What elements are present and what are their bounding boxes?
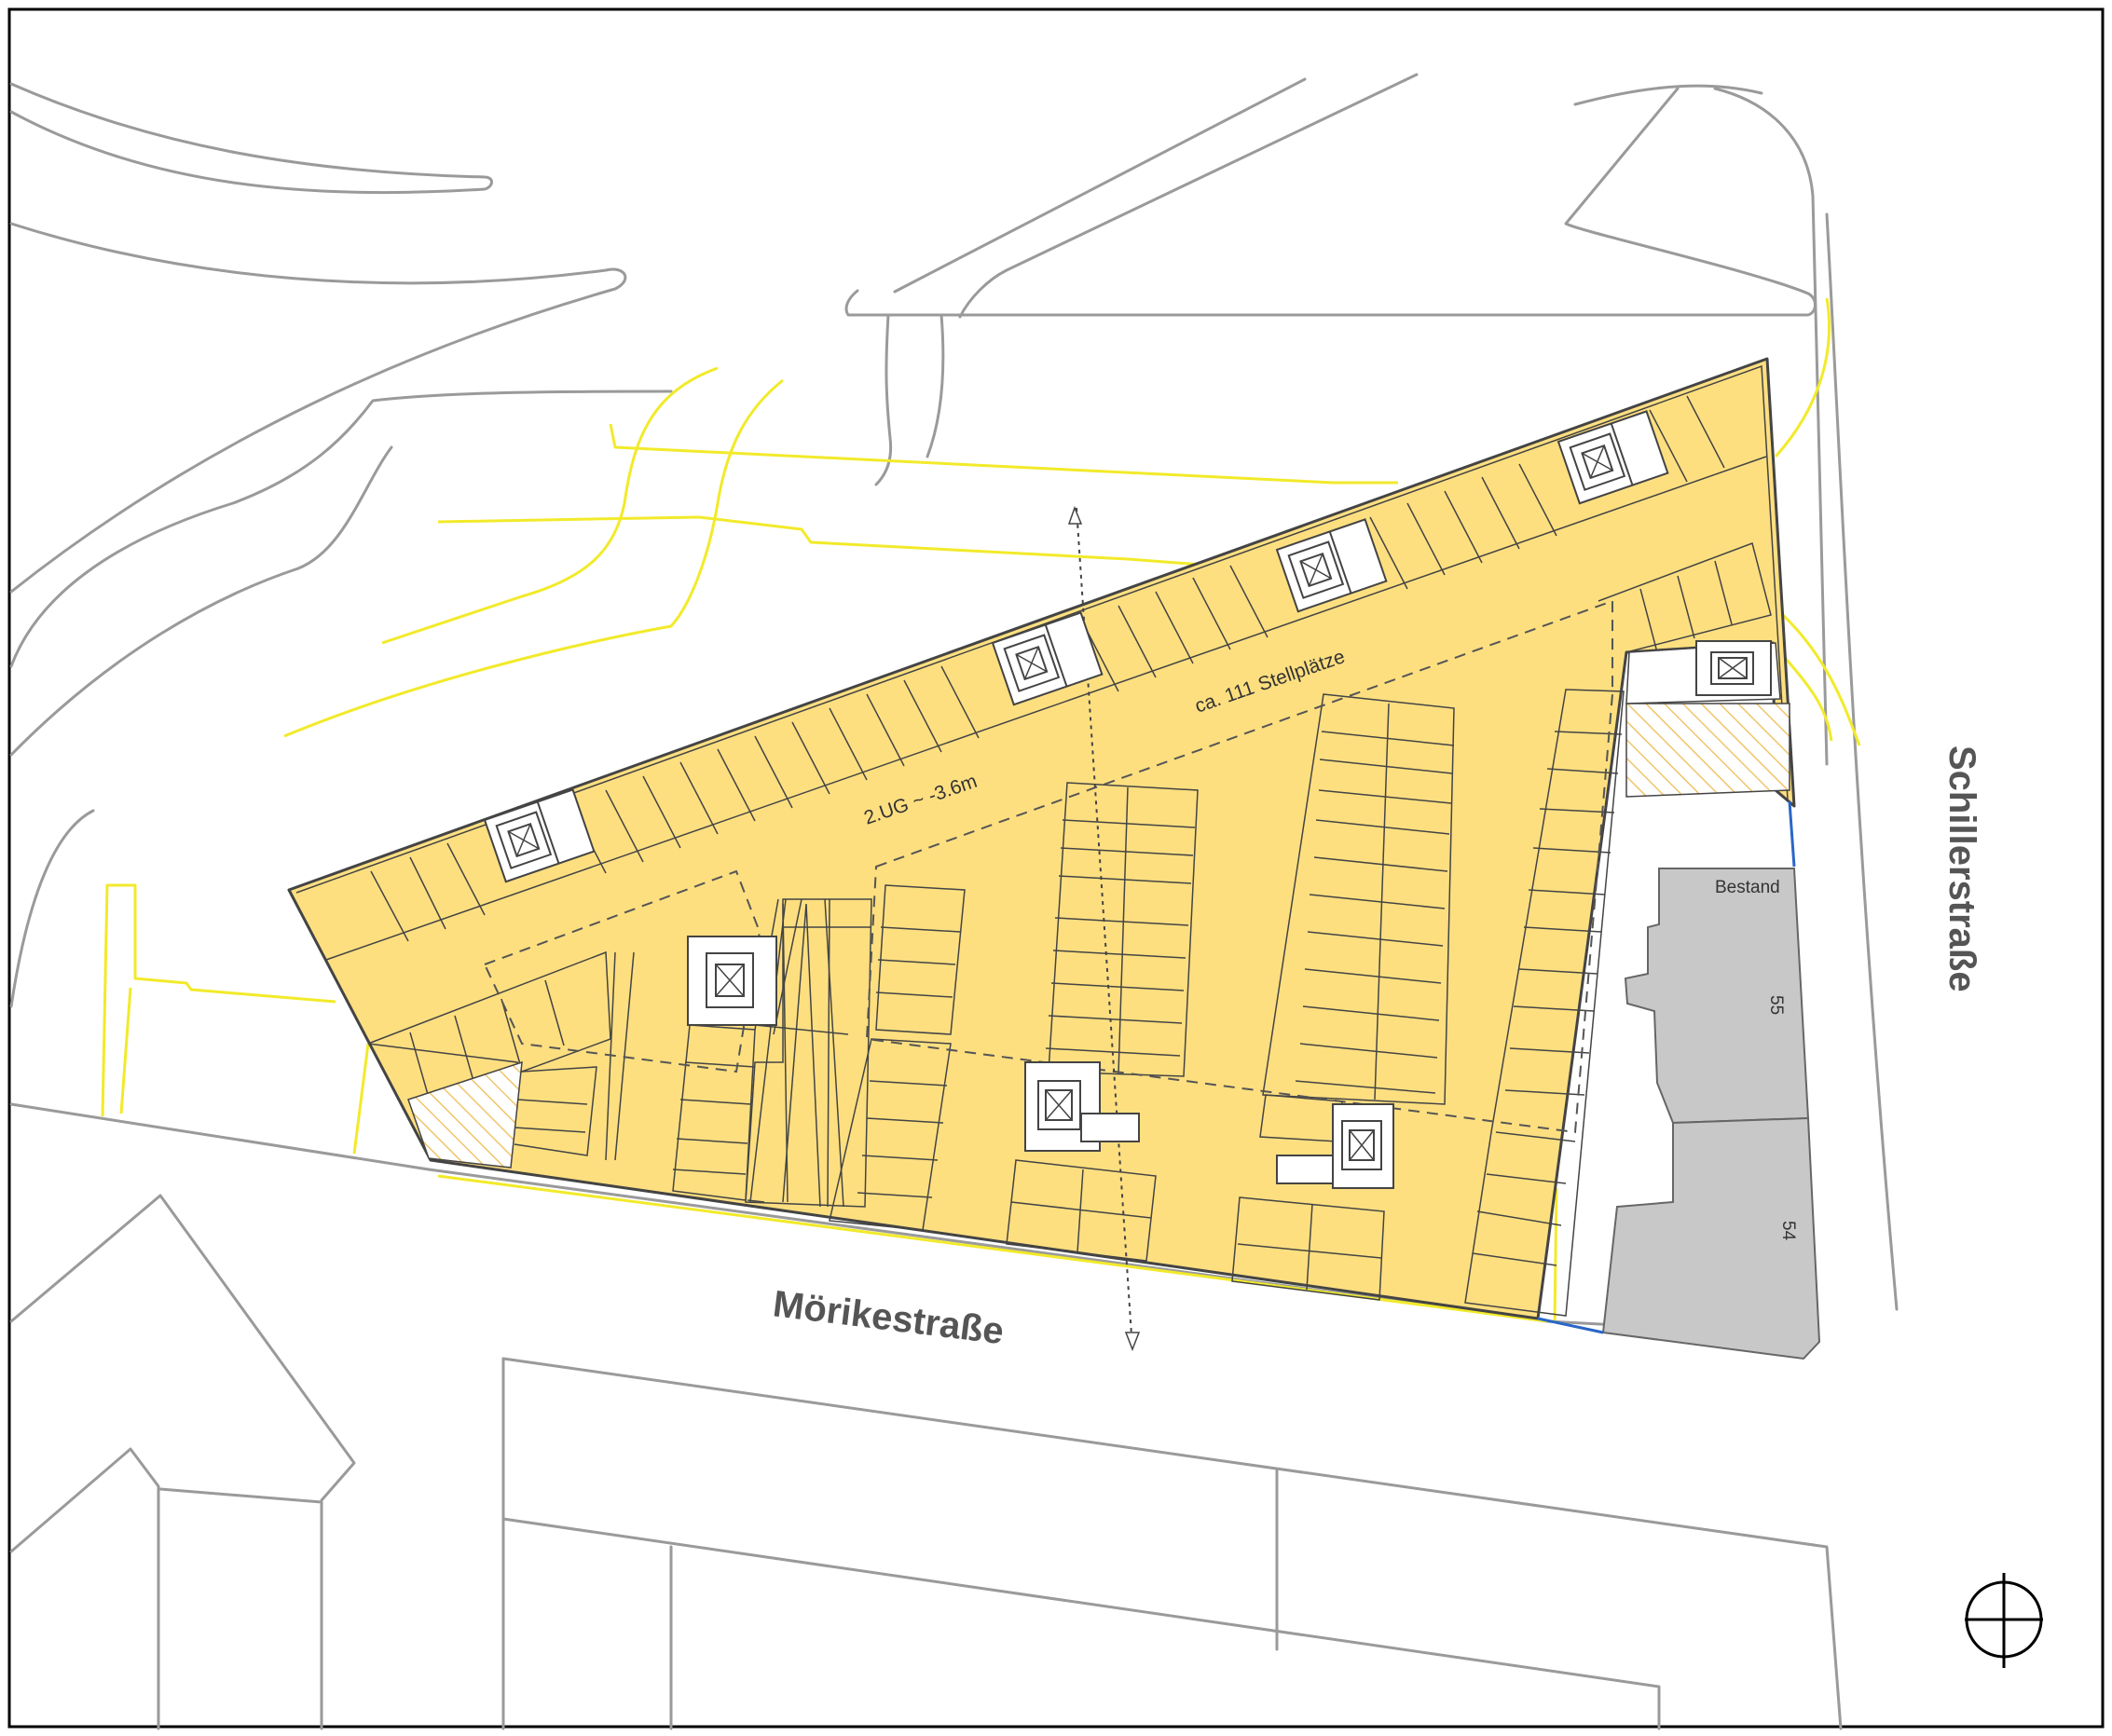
- boundary-line: [1537, 800, 1796, 1334]
- stair-core-icon: [1695, 640, 1772, 696]
- parking-inner-outline: [295, 364, 1789, 894]
- section-marker-north: [1067, 505, 1083, 525]
- underground-parking: 2.UG ~ -3.6m ca. 111 Stellplätze: [287, 357, 1796, 1352]
- stair-core-icon: [687, 936, 777, 1026]
- section-marker-south: [1124, 1332, 1141, 1352]
- hatched-area-west: [407, 1060, 523, 1169]
- stair-core-icon: [1276, 1103, 1394, 1189]
- street-label-schillerstrasse: Schillerstraße: [1941, 745, 1982, 992]
- stair-cores: [483, 410, 1772, 1189]
- stair-core-icon: [1557, 410, 1669, 505]
- section-line: [1076, 507, 1133, 1350]
- stair-core-icon: [1024, 1061, 1140, 1152]
- building-outline-dashed: [483, 599, 1613, 1134]
- existing-building: Bestand 55 54: [1601, 868, 1821, 1360]
- existing-label: Bestand: [1715, 878, 1780, 897]
- house-number-54: 54: [1778, 1221, 1798, 1241]
- hatched-area-east: [1625, 703, 1790, 798]
- stair-core-icon: [1275, 518, 1388, 613]
- north-stalls: [325, 395, 1772, 961]
- stair-core-icon: [991, 611, 1104, 706]
- house-number-55: 55: [1766, 995, 1786, 1015]
- stair-core-icon: [483, 788, 596, 883]
- context-roads: [9, 73, 1899, 1730]
- existing-building-55: [1624, 868, 1810, 1125]
- north-arrow-icon: [1965, 1573, 2043, 1668]
- existing-building-54: [1601, 1116, 1821, 1360]
